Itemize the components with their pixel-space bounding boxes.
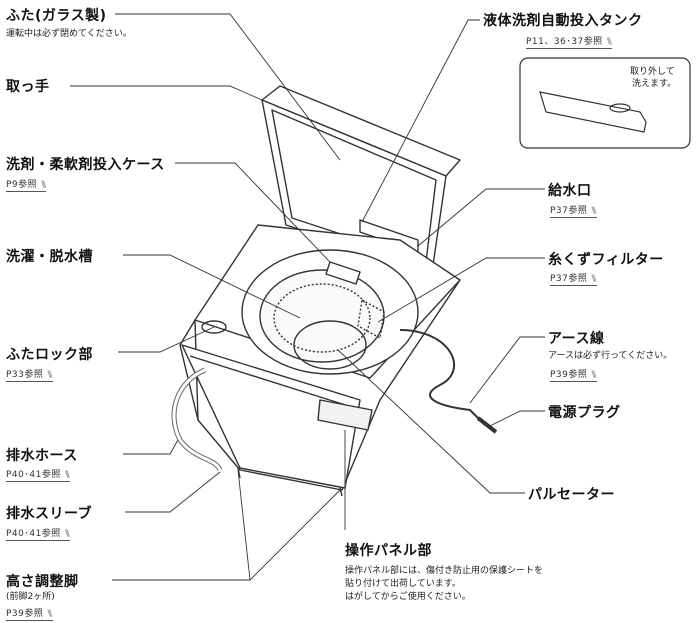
earth-wire-note: アースは必ず行ってください。 [548,350,672,362]
handle-label: 取っ手 [6,76,50,96]
liquid-tank-ref: P11、36･37参照\\\ [526,34,612,49]
earth-wire-ref: P39参照\\\ [550,367,597,382]
leveling-feet-label: 高さ調整脚 [6,571,79,591]
detergent-case-ref: P9参照\\\ [6,177,46,192]
power-plug-label: 電源プラグ [548,402,621,422]
earth-wire-label: アース線 [548,328,604,348]
drain-hose-ref: P40･41参照\\\ [6,467,70,482]
water-inlet-label: 給水口 [548,180,592,200]
control-panel-note-3: はがしてからご使用ください。 [345,591,471,603]
leveling-feet-note: (前脚2ヶ所) [6,591,55,603]
control-panel-note-1: 操作パネル部には、傷付き防止用の保護シートを [345,565,543,577]
drain-sleeve-label: 排水スリーブ [6,503,92,523]
drain-hose-label: 排水ホース [6,445,78,465]
lid-lock-ref: P33参照\\\ [6,367,53,382]
tank-inset-note-2: 洗えます。 [632,78,676,90]
lid-note: 運転中は必ず閉めてください。 [6,28,132,40]
lid-lock-label: ふたロック部 [6,344,93,364]
liquid-tank-label: 液体洗剤自動投入タンク [483,10,643,30]
pulsator-label: パルセーター [528,484,615,504]
tank-inset-note-1: 取り外して [630,66,675,78]
lint-filter-ref: P37参照\\\ [550,271,597,286]
lid-label: ふた(ガラス製) [6,5,107,25]
water-inlet-ref: P37参照\\\ [550,203,597,218]
control-panel-label: 操作パネル部 [345,540,432,560]
detergent-case-label: 洗剤・柔軟剤投入ケース [6,154,165,174]
lint-filter-label: 糸くずフィルター [548,249,664,269]
drain-sleeve-ref: P40･41参照\\\ [6,526,70,541]
leveling-feet-ref: P39参照\\\ [6,606,53,621]
tub-label: 洗濯・脱水槽 [6,246,93,266]
control-panel-note-2: 貼り付けて出荷しています。 [345,578,461,590]
